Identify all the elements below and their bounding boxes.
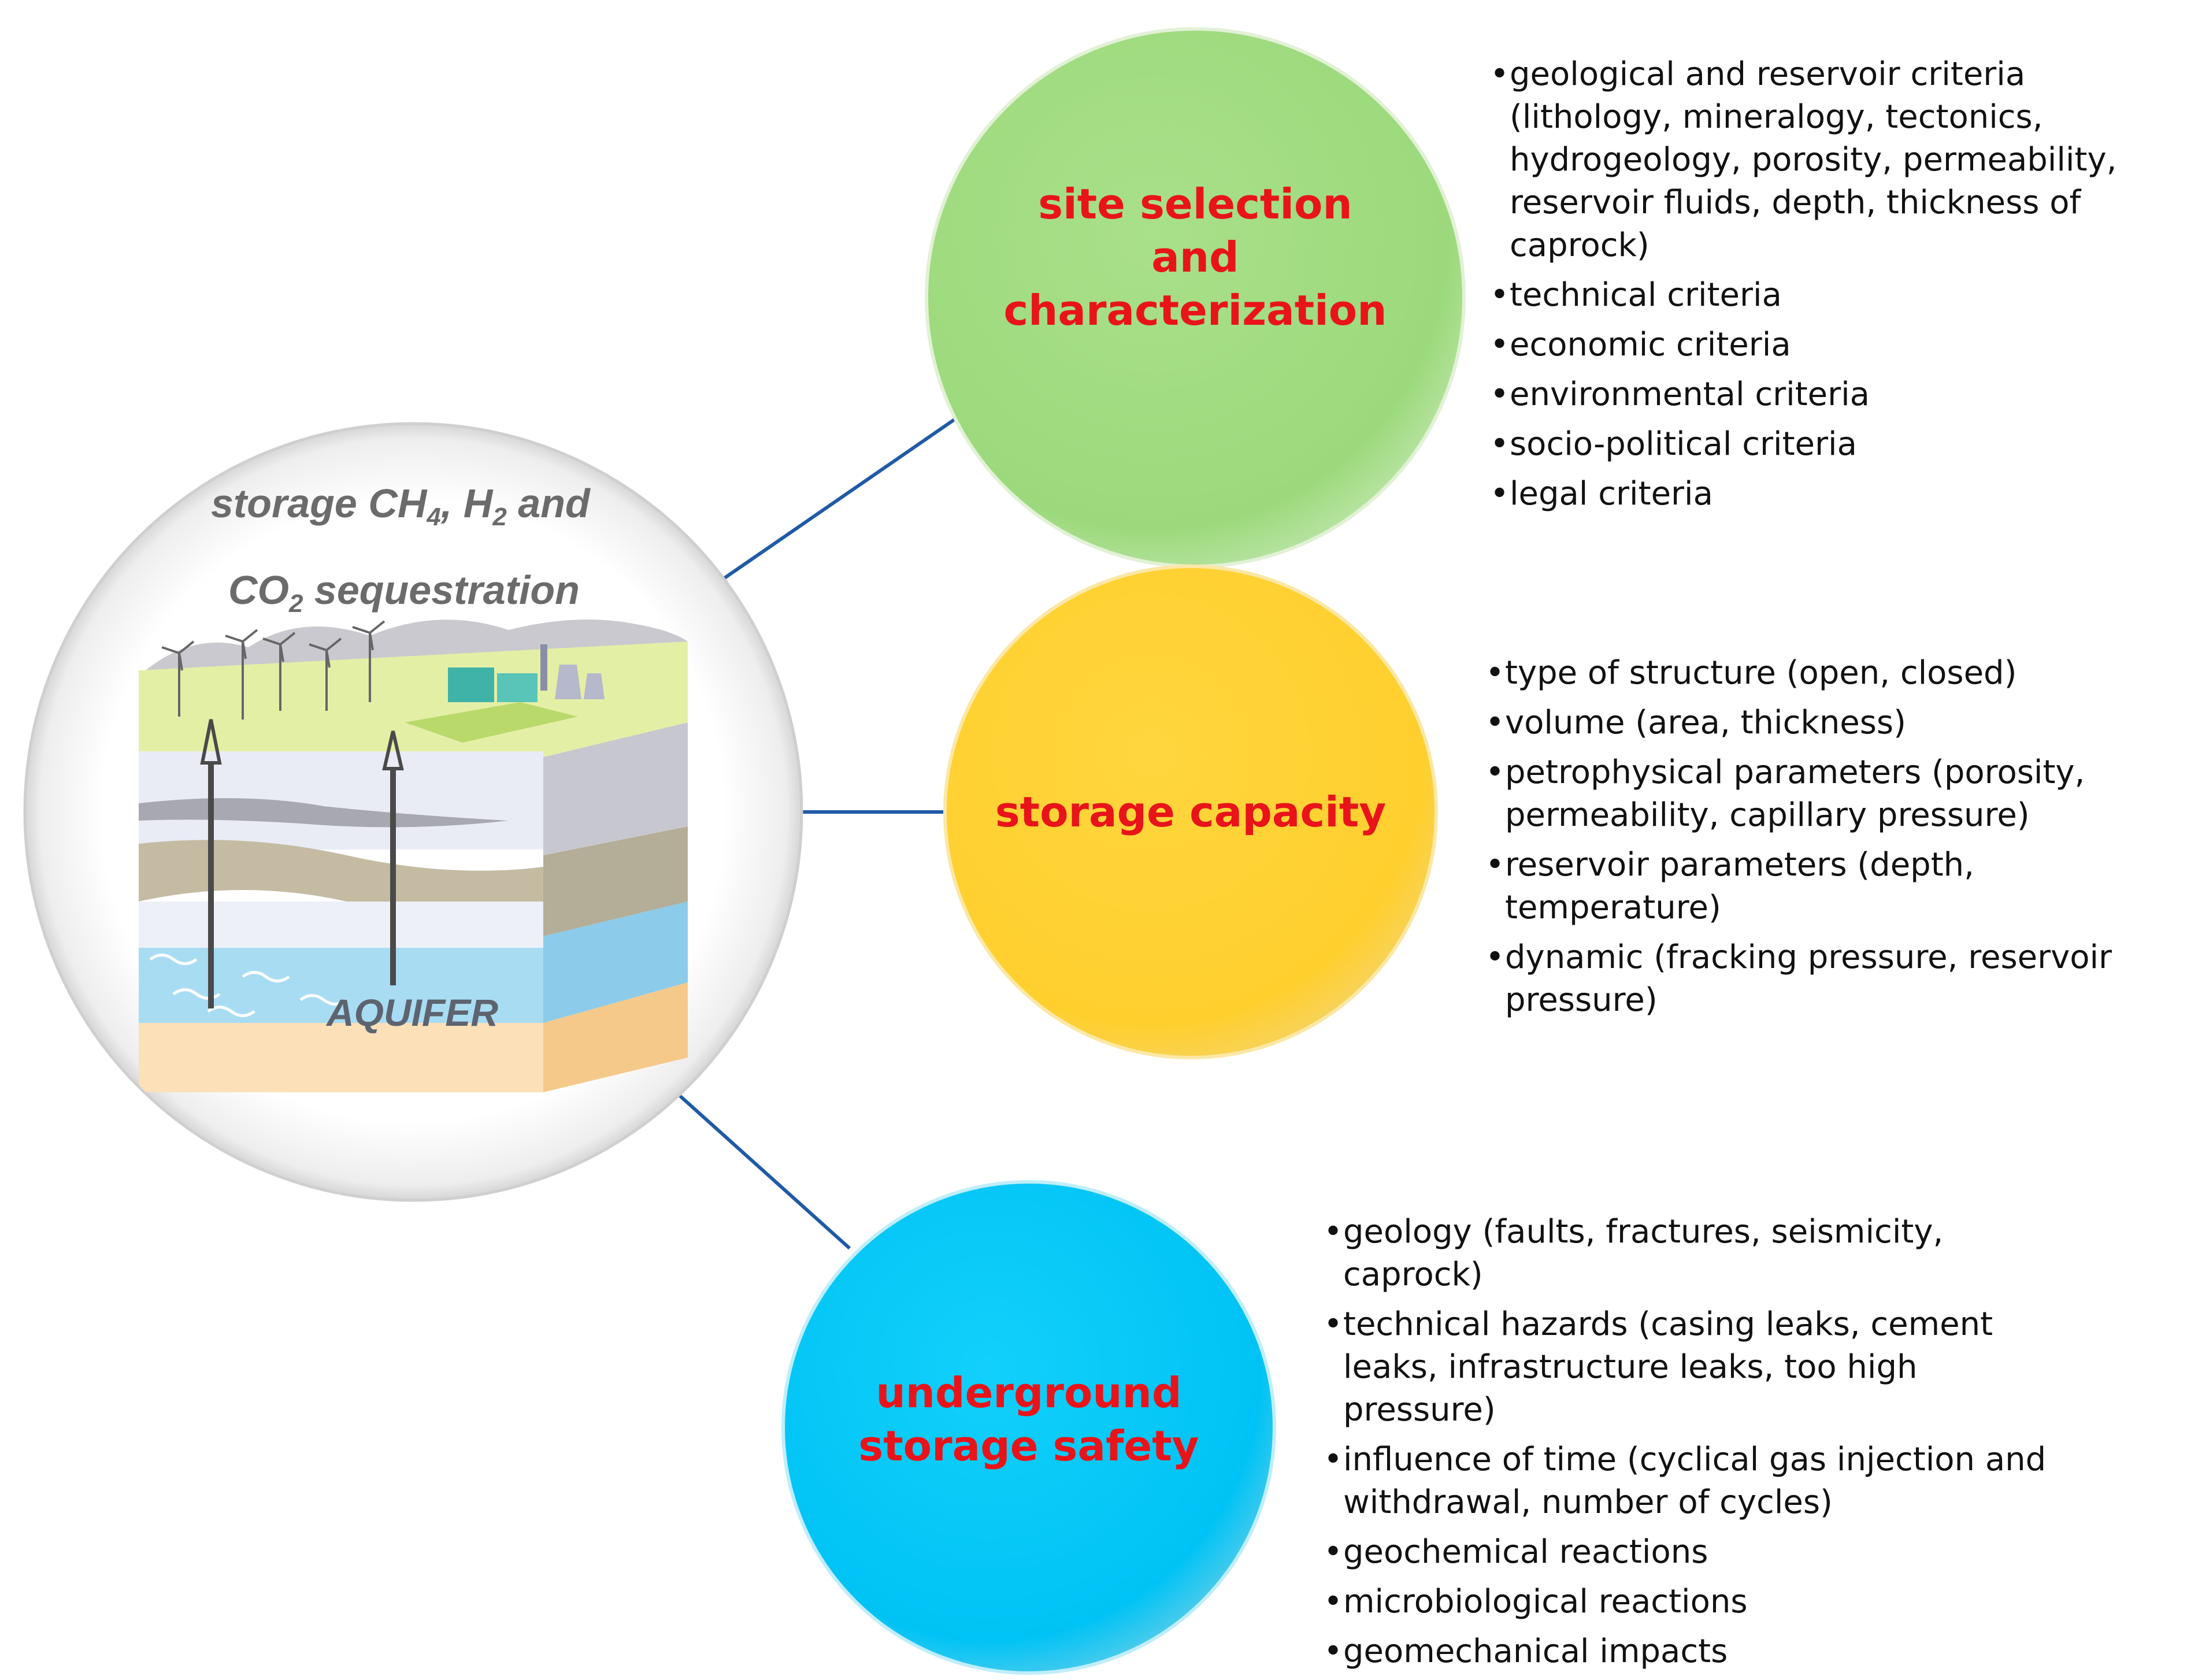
list-item: reservoir parameters (depth, temperature… (1485, 844, 2176, 929)
illustration-title-line1: storage CH4, H2 and (211, 481, 591, 531)
storage-safety-criteria: geology (faults, fractures, seismicity, … (1324, 1211, 2069, 1680)
block-side-top (543, 722, 688, 855)
list-item: type of structure (open, closed) (1485, 652, 2176, 695)
list-item: petrophysical parameters (porosity, perm… (1485, 751, 2176, 837)
list-item: influence of time (cyclical gas injectio… (1324, 1438, 2069, 1524)
layer-dark-lens (139, 798, 509, 828)
list-item: legal criteria (1490, 473, 2172, 516)
illustration-title-line2: CO2 sequestration (228, 568, 580, 618)
block-side-sand (543, 826, 688, 936)
connector-to-storage-safety (660, 1078, 851, 1250)
node-storage-capacity: storage capacity (943, 565, 1438, 1059)
list-item: technical criteria (1490, 274, 2172, 317)
node-storage-safety-label-1: underground (876, 1369, 1182, 1417)
node-storage-capacity-label: storage capacity (995, 788, 1386, 836)
site-selection-criteria: geological and reservoir criteria (litho… (1490, 53, 2172, 522)
storage-capacity-criteria: type of structure (open, closed) volume … (1485, 652, 2176, 1029)
node-storage-safety-label-2: storage safety (858, 1422, 1199, 1470)
derrick-right (382, 730, 404, 770)
derrick-left (200, 719, 222, 765)
list-item: geology (faults, fractures, seismicity, … (1324, 1211, 2069, 1296)
list-item: socio-political criteria (1490, 423, 2172, 466)
field-patch (405, 702, 578, 743)
list-item: economic criteria (1490, 324, 2172, 366)
layer-aquifer (139, 948, 543, 1023)
layer-base-sand (139, 1023, 543, 1092)
layer-light (139, 902, 543, 954)
node-site-selection-label-3: characterization (1003, 286, 1387, 335)
list-item: geochemical reactions (1324, 1531, 2069, 1574)
storage-illustration: storage CH4, H2 and CO2 sequestration AQ… (23, 422, 803, 1202)
node-site-selection: site selection and characterization (925, 27, 1466, 568)
aquifer-waves (149, 954, 348, 1017)
node-storage-capacity-circle (943, 565, 1438, 1059)
list-item: technical hazards (casing leaks, cement … (1324, 1303, 2069, 1431)
node-storage-safety-circle (781, 1180, 1276, 1675)
block-side-base (543, 982, 688, 1092)
list-item: microbiological reactions (1324, 1581, 2069, 1623)
node-site-selection-label-1: site selection (1038, 180, 1352, 228)
list-item: geomechanical impacts (1324, 1630, 2069, 1673)
list-item: dynamic (fracking pressure, reservoir pr… (1485, 936, 2176, 1022)
power-plant (448, 644, 605, 702)
list-item: geological and reservoir criteria (litho… (1490, 53, 2172, 267)
ground-surface (139, 641, 688, 757)
node-storage-safety: underground storage safety (781, 1180, 1276, 1675)
wind-turbines (161, 620, 385, 720)
list-item: volume (area, thickness) (1485, 702, 2176, 744)
node-site-selection-label-2: and (1151, 233, 1239, 281)
aquifer-label: AQUIFER (325, 991, 498, 1034)
list-item: environmental criteria (1490, 373, 2172, 416)
